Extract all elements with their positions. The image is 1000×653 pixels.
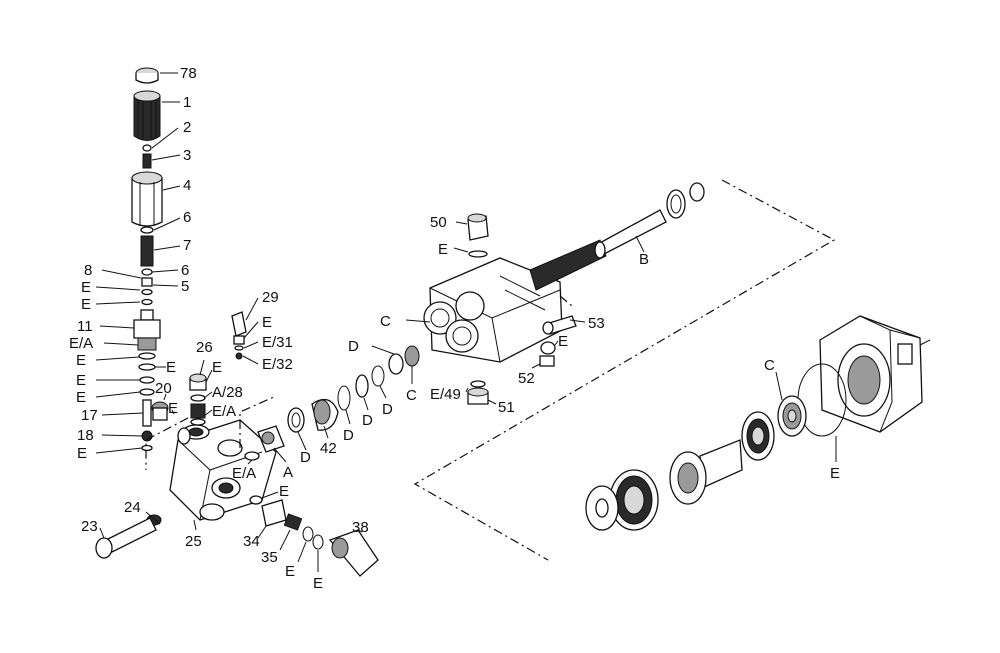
label-7: 7 xyxy=(183,237,191,254)
label-e-mid-1: E xyxy=(168,400,178,417)
label-e-34: E xyxy=(279,483,289,500)
label-51: 51 xyxy=(498,399,515,416)
label-e-lower-2: E xyxy=(313,575,323,592)
label-3: 3 xyxy=(183,147,191,164)
label-e-left-3: E xyxy=(76,352,86,369)
label-e-oring: E xyxy=(830,465,840,482)
label-20: 20 xyxy=(155,380,172,397)
label-e-lower-1: E xyxy=(285,563,295,580)
label-c-head: C xyxy=(380,313,391,330)
label-d-1: D xyxy=(300,449,311,466)
drive-end xyxy=(585,315,931,531)
assembly-boundary xyxy=(145,179,836,561)
label-e-left-6: E xyxy=(76,389,86,406)
label-8: 8 xyxy=(84,262,92,279)
label-52: 52 xyxy=(518,370,535,387)
head-labels: 50 E B C 53 E 52 E/49 51 xyxy=(380,214,649,416)
label-1: 1 xyxy=(183,94,191,111)
label-d-2: D xyxy=(343,427,354,444)
label-42: 42 xyxy=(320,440,337,457)
label-78: 78 xyxy=(180,65,197,82)
label-b: B xyxy=(639,251,649,268)
label-11: 11 xyxy=(77,318,93,335)
label-4: 4 xyxy=(183,177,191,194)
label-34: 34 xyxy=(243,533,260,550)
label-35: 35 xyxy=(261,549,278,566)
label-e-left-1: E xyxy=(81,279,91,296)
label-e-left-4: E xyxy=(166,359,176,376)
label-e-mid-2: E xyxy=(212,359,222,376)
pump-head xyxy=(423,182,705,405)
label-a-28: A/28 xyxy=(212,384,243,401)
label-d-5: D xyxy=(348,338,359,355)
label-c-1: C xyxy=(406,387,417,404)
drive-labels: C E xyxy=(764,357,840,482)
label-18: 18 xyxy=(77,427,94,444)
label-e-left-5: E xyxy=(76,372,86,389)
label-e-a-left: E/A xyxy=(69,335,93,352)
label-50: 50 xyxy=(430,214,447,231)
label-25: 25 xyxy=(185,533,202,550)
label-e-left-2: E xyxy=(81,296,91,313)
label-e-a-mid: E/A xyxy=(212,403,236,420)
label-29: 29 xyxy=(262,289,279,306)
label-e-left-7: E xyxy=(77,445,87,462)
label-e-31: E/31 xyxy=(262,334,293,351)
label-2: 2 xyxy=(183,119,191,136)
label-e-49: E/49 xyxy=(430,386,461,403)
label-38: 38 xyxy=(352,519,369,536)
manifold-assembly xyxy=(95,311,420,577)
label-e-32: E/32 xyxy=(262,356,293,373)
label-e-a-lower: E/A xyxy=(232,465,256,482)
label-6-upper: 6 xyxy=(183,209,191,226)
label-d-4: D xyxy=(382,401,393,418)
label-5: 5 xyxy=(181,278,189,295)
middle-labels: 20 E 26 E A/28 E/A 29 E E/31 E/32 E/A A … xyxy=(81,289,417,592)
label-c-bearing: C xyxy=(764,357,775,374)
unloader-assembly xyxy=(131,67,163,452)
label-e-50: E xyxy=(438,241,448,258)
label-26: 26 xyxy=(196,339,213,356)
label-23: 23 xyxy=(81,518,98,535)
label-6-lower: 6 xyxy=(181,262,189,279)
label-24: 24 xyxy=(124,499,141,516)
label-e-29: E xyxy=(262,314,272,331)
plunger-spring xyxy=(529,239,607,291)
label-a: A xyxy=(283,464,293,481)
left-labels: 78 1 2 3 4 6 7 8 6 E 5 E 11 E/A E E E E xyxy=(69,65,197,462)
label-17: 17 xyxy=(81,407,98,424)
label-e-52: E xyxy=(558,333,568,350)
label-d-3: D xyxy=(362,412,373,429)
label-53: 53 xyxy=(588,315,605,332)
